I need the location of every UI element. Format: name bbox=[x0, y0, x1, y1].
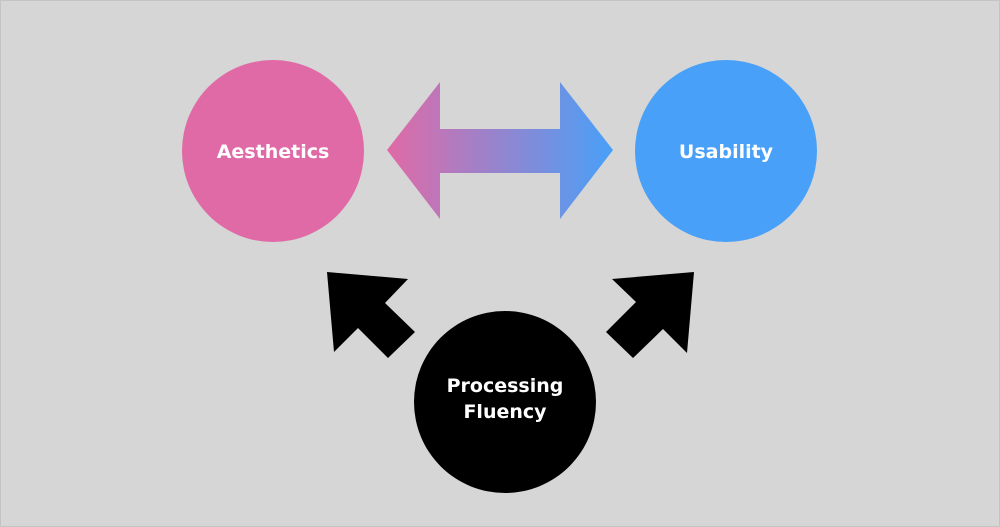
node-aesthetics: Aesthetics bbox=[182, 60, 364, 242]
fluency-label-line-2: Fluency bbox=[463, 401, 547, 423]
double-arrow-icon bbox=[387, 82, 613, 219]
aesthetics-circle bbox=[182, 60, 364, 242]
usability-label: Usability bbox=[679, 141, 774, 163]
usability-circle bbox=[635, 60, 817, 242]
fluency-label-line-1: Processing bbox=[447, 375, 564, 397]
node-usability: Usability bbox=[635, 60, 817, 242]
arrow-up-left-icon bbox=[327, 272, 415, 358]
node-processing-fluency: Processing Fluency bbox=[414, 311, 596, 493]
fluency-circle bbox=[414, 311, 596, 493]
aesthetics-label: Aesthetics bbox=[217, 141, 330, 163]
arrow-up-right-icon bbox=[606, 272, 694, 358]
